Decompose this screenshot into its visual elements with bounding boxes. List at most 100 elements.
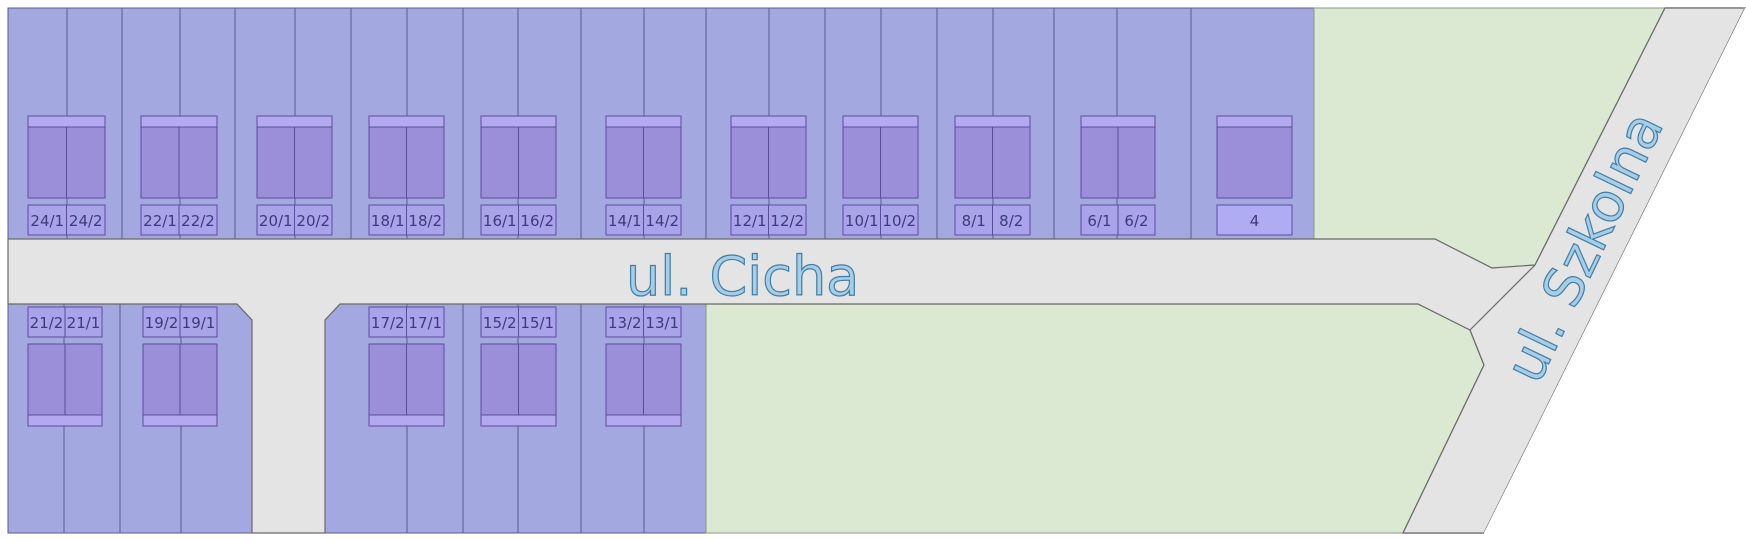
plot-number: 19/2 — [145, 314, 179, 332]
house-unit — [406, 126, 445, 199]
plot-number: 21/1 — [67, 314, 101, 332]
house-unit — [140, 126, 180, 199]
plot-label-box — [179, 306, 218, 338]
plot-label-box — [605, 306, 644, 338]
plot-number: 21/2 — [30, 314, 64, 332]
plot-number: 18/1 — [371, 212, 405, 230]
plot-label-box — [842, 204, 881, 236]
house-unit — [142, 343, 181, 416]
plot-label-box — [1216, 204, 1293, 236]
plot-number: 10/2 — [882, 212, 916, 230]
plot-label-box — [406, 306, 445, 338]
plot-label-box — [1117, 204, 1156, 236]
plot-label-box — [643, 204, 682, 236]
plot-number: 17/1 — [408, 314, 442, 332]
plot-number: 18/2 — [408, 212, 442, 230]
plot-label-box — [64, 306, 103, 338]
house-unit — [179, 343, 218, 416]
house-roof-strip — [605, 414, 682, 427]
house-roof-strip — [954, 115, 1031, 128]
plot-number: 14/2 — [645, 212, 679, 230]
plot-label-box — [480, 204, 519, 236]
plot-label-box — [294, 204, 333, 236]
house-unit — [294, 126, 333, 199]
plot-number: 20/1 — [259, 212, 293, 230]
house-unit — [768, 126, 807, 199]
house-roof-strip — [368, 414, 445, 427]
plot-number: 15/1 — [520, 314, 554, 332]
house-unit — [480, 343, 519, 416]
plot-label-box — [768, 204, 807, 236]
plot-number: 12/2 — [770, 212, 804, 230]
plot-number: 22/2 — [181, 212, 215, 230]
house-roof-strip — [730, 115, 807, 128]
plot-label-box — [1080, 204, 1119, 236]
house-unit — [954, 126, 993, 199]
plot-label-box — [406, 204, 445, 236]
plot-label-box — [605, 204, 644, 236]
house-unit — [66, 126, 106, 199]
house-roof-strip — [140, 115, 218, 128]
plot-label-box — [643, 306, 682, 338]
plot-label-box — [368, 204, 407, 236]
house-roof-strip — [368, 115, 445, 128]
house-roof-strip — [842, 115, 919, 128]
house-unit — [730, 126, 769, 199]
green-area-south — [705, 303, 1485, 534]
house-unit — [1080, 126, 1119, 199]
plot-number: 20/2 — [296, 212, 330, 230]
house-unit — [368, 126, 407, 199]
houses-south — [27, 343, 682, 427]
plot-label-box — [518, 306, 557, 338]
plot-number: 16/1 — [483, 212, 517, 230]
house-roof-strip — [27, 115, 106, 128]
plot-number: 19/1 — [182, 314, 216, 332]
south-plots-area — [7, 303, 707, 534]
plot-label-box — [256, 204, 295, 236]
plot-number: 10/1 — [845, 212, 879, 230]
plot-number: 24/1 — [30, 212, 64, 230]
house-unit — [1216, 126, 1293, 199]
house-unit — [27, 343, 66, 416]
house-roof-strip — [480, 414, 557, 427]
house-unit — [518, 126, 557, 199]
house-unit — [1117, 126, 1156, 199]
house-roof-strip — [480, 115, 557, 128]
house-roof-strip — [256, 115, 333, 128]
houses-north — [27, 115, 1293, 199]
plot-number: 8/1 — [962, 212, 986, 230]
plot-label-box — [880, 204, 919, 236]
plot-number: 6/2 — [1124, 212, 1148, 230]
plot-label-box — [730, 204, 769, 236]
plot-number: 6/1 — [1087, 212, 1111, 230]
house-unit — [178, 126, 218, 199]
plot-label-box — [178, 204, 218, 236]
house-unit — [605, 126, 644, 199]
plot-label-box — [27, 306, 66, 338]
house-unit — [880, 126, 919, 199]
plot-label-box — [480, 306, 519, 338]
street-name-cicha: ul. Cicha — [626, 245, 859, 308]
plot-number: 22/1 — [143, 212, 177, 230]
plot-number: 14/1 — [608, 212, 642, 230]
house-roof-strip — [142, 414, 218, 427]
plot-number: 4 — [1250, 212, 1260, 230]
house-roof-strip — [1216, 115, 1293, 128]
house-unit — [256, 126, 295, 199]
house-unit — [842, 126, 881, 199]
house-unit — [406, 343, 445, 416]
plot-number: 16/2 — [520, 212, 554, 230]
house-unit — [27, 126, 67, 199]
house-unit — [480, 126, 519, 199]
house-unit — [518, 343, 557, 416]
house-roof-strip — [1080, 115, 1156, 128]
plot-number: 12/1 — [733, 212, 767, 230]
house-roof-strip — [27, 414, 103, 427]
plot-number: 13/2 — [608, 314, 642, 332]
house-roof-strip — [605, 115, 682, 128]
plot-label-box — [518, 204, 557, 236]
house-unit — [368, 343, 407, 416]
